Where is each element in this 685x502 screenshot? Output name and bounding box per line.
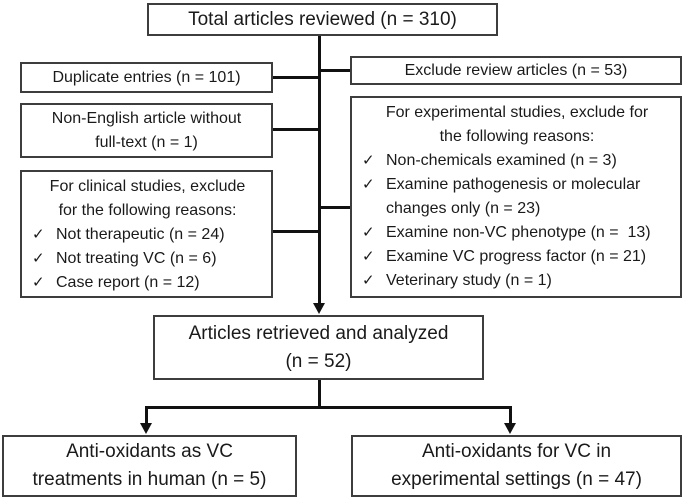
exclusion-reason: Examine VC progress factor (n = 21) bbox=[386, 248, 647, 265]
total-articles-box: Total articles reviewed (n = 310) bbox=[147, 3, 498, 36]
exclusion-reason: Not therapeutic (n = 24) bbox=[56, 226, 225, 243]
exclusion-reason: Examine pathogenesis or molecular change… bbox=[386, 176, 645, 217]
branch-right-arm bbox=[509, 406, 512, 424]
exclusion-reason: Examine non-VC phenotype (n = 13) bbox=[386, 224, 651, 241]
experimental-header-line1: For experimental studies, exclude for bbox=[385, 104, 649, 121]
list-item: ✓ Not therapeutic (n = 24) bbox=[30, 223, 265, 247]
checkmark-icon: ✓ bbox=[362, 152, 375, 169]
non-english-line1: Non-English article without bbox=[51, 109, 242, 127]
non-english-line2: full-text (n = 1) bbox=[95, 133, 198, 151]
connector-clinical bbox=[272, 230, 320, 233]
non-english-box: Non-English article without full-text (n… bbox=[20, 103, 273, 158]
articles-retrieved-line2: (n = 52) bbox=[285, 350, 352, 372]
exclusion-reason: Not treating VC (n = 6) bbox=[56, 250, 217, 267]
checkmark-icon: ✓ bbox=[362, 224, 375, 241]
clinical-header-line1: For clinical studies, exclude bbox=[49, 178, 246, 195]
exclusion-reason: Veterinary study (n = 1) bbox=[386, 272, 552, 289]
arrowhead-to-human bbox=[139, 423, 152, 434]
main-vertical-line bbox=[318, 36, 321, 305]
arrowhead-to-retrieved bbox=[312, 303, 325, 314]
checkmark-icon: ✓ bbox=[32, 274, 45, 291]
branch-left-arm bbox=[145, 406, 148, 424]
clinical-header-line2: for the following reasons: bbox=[58, 202, 237, 219]
list-item: ✓ Examine non-VC phenotype (n = 13) bbox=[360, 221, 674, 245]
list-item: ✓ Case report (n = 12) bbox=[30, 271, 265, 295]
clinical-exclusions-box: For clinical studies, exclude for the fo… bbox=[20, 170, 273, 298]
list-item: ✓ Not treating VC (n = 6) bbox=[30, 247, 265, 271]
connector-duplicate bbox=[272, 76, 320, 79]
exclude-review-box: Exclude review articles (n = 53) bbox=[350, 56, 682, 85]
list-item: ✓ Non-chemicals examined (n = 3) bbox=[360, 149, 674, 173]
checkmark-icon: ✓ bbox=[362, 272, 375, 289]
list-item: ✓ Veterinary study (n = 1) bbox=[360, 269, 674, 293]
exclusion-reason: Case report (n = 12) bbox=[56, 274, 200, 291]
experimental-settings-line2: experimental settings (n = 47) bbox=[391, 469, 642, 490]
articles-retrieved-line1: Articles retrieved and analyzed bbox=[188, 322, 449, 344]
experimental-settings-line1: Anti-oxidants for VC in bbox=[421, 441, 612, 462]
checkmark-icon: ✓ bbox=[362, 248, 375, 265]
exclude-review-label: Exclude review articles (n = 53) bbox=[404, 61, 628, 79]
human-treatments-box: Anti-oxidants as VC treatments in human … bbox=[2, 435, 297, 497]
connector-experimental bbox=[319, 206, 351, 209]
list-item: ✓ Examine pathogenesis or molecular chan… bbox=[360, 173, 674, 221]
stub-below-retrieved bbox=[318, 380, 321, 408]
total-articles-label: Total articles reviewed (n = 310) bbox=[188, 8, 457, 30]
checkmark-icon: ✓ bbox=[362, 176, 375, 193]
human-treatments-line2: treatments in human (n = 5) bbox=[32, 469, 267, 490]
connector-non-english bbox=[272, 128, 320, 131]
checkmark-icon: ✓ bbox=[32, 250, 45, 267]
duplicate-entries-label: Duplicate entries (n = 101) bbox=[52, 68, 241, 86]
experimental-exclusions-box: For experimental studies, exclude for th… bbox=[350, 96, 682, 298]
branch-horizontal-line bbox=[145, 406, 512, 409]
arrowhead-to-experimental-settings bbox=[503, 423, 516, 434]
experimental-settings-box: Anti-oxidants for VC in experimental set… bbox=[351, 435, 682, 497]
human-treatments-line1: Anti-oxidants as VC bbox=[66, 441, 233, 462]
exclusion-reason: Non-chemicals examined (n = 3) bbox=[386, 152, 617, 169]
connector-review bbox=[319, 69, 351, 72]
duplicate-entries-box: Duplicate entries (n = 101) bbox=[20, 62, 273, 93]
experimental-header-line2: the following reasons: bbox=[439, 128, 595, 145]
checkmark-icon: ✓ bbox=[32, 226, 45, 243]
articles-retrieved-box: Articles retrieved and analyzed (n = 52) bbox=[153, 315, 484, 380]
list-item: ✓ Examine VC progress factor (n = 21) bbox=[360, 245, 674, 269]
